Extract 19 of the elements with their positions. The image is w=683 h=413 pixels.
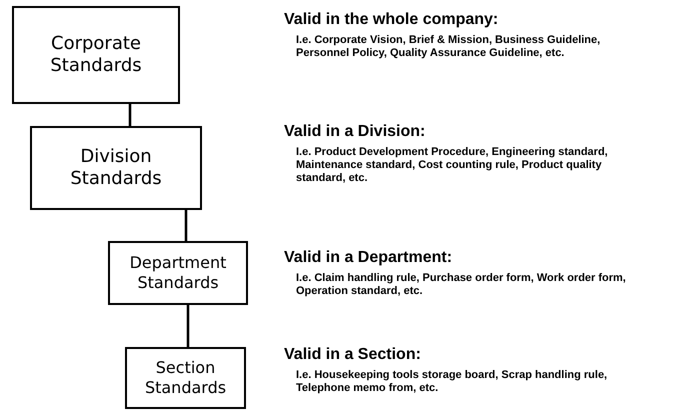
scope-heading: Valid in a Division: (284, 122, 426, 142)
example-list: I.e. Product Development Procedure, Engineering standard, Maintenance standard, Cost counting rule, Product quality standard, etc. (296, 146, 644, 185)
standard-box (30, 126, 202, 210)
box-title: Department Standards (128, 253, 228, 293)
example-list: I.e. Claim handling rule, Purchase order form, Work order form, Operation standard, etc. (296, 272, 644, 298)
standard-box (12, 6, 180, 104)
scope-heading: Valid in a Department: (284, 248, 454, 268)
box-title: Corporate Standards (49, 32, 143, 78)
standard-box (125, 347, 246, 409)
connector-line (128, 104, 132, 126)
connector-line (186, 305, 190, 347)
example-list: I.e. Housekeeping tools storage board, Scrap handling rule, Telephone memo from, etc. (296, 369, 644, 395)
example-list: I.e. Corporate Vision, Brief & Mission, Business Guideline, Personnel Policy, Quality Assurance Guideline, etc. (296, 34, 624, 60)
box-title: Section Standards (144, 358, 228, 398)
connector-line (184, 210, 188, 241)
scope-heading: Valid in a Section: (284, 345, 422, 365)
box-title: Division Standards (69, 146, 163, 190)
standard-box (108, 241, 248, 305)
scope-heading: Valid in the whole company: (284, 10, 500, 30)
